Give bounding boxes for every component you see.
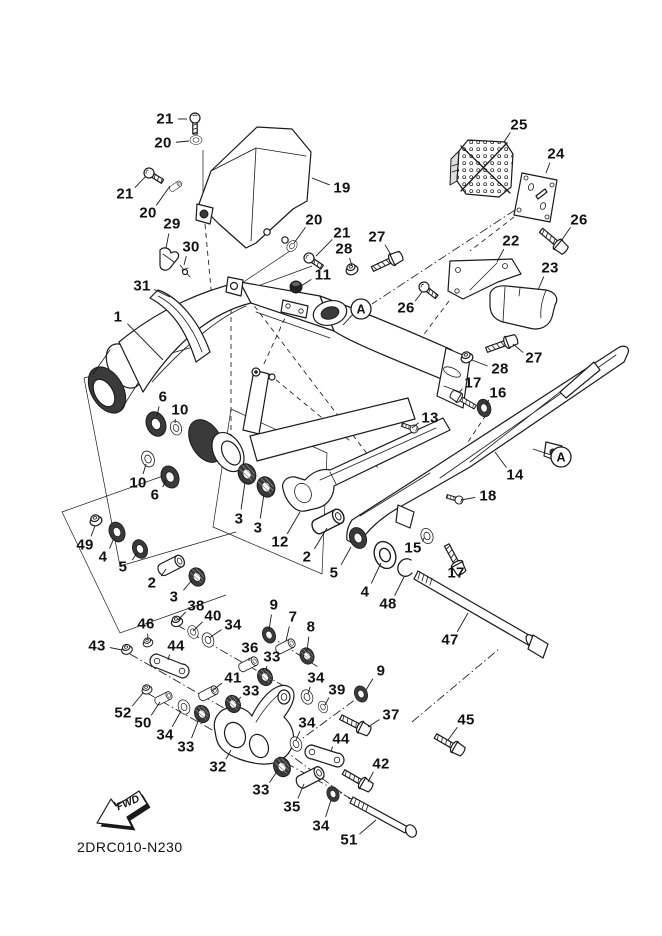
part-callout-2: 2 bbox=[303, 549, 312, 566]
part-callout-20: 20 bbox=[139, 205, 156, 222]
part-callout-43: 43 bbox=[88, 638, 105, 655]
relay-arm-part bbox=[213, 684, 295, 765]
fwd-arrow: FWD bbox=[96, 790, 151, 831]
part-callout-6: 6 bbox=[151, 487, 160, 504]
seal-guard-part bbox=[282, 417, 451, 512]
part-callout-48: 48 bbox=[379, 596, 396, 613]
part-callout-33: 33 bbox=[252, 782, 269, 799]
part-callout-24: 24 bbox=[547, 146, 565, 163]
part-callout-16: 16 bbox=[489, 385, 506, 402]
part-callout-37: 37 bbox=[382, 707, 399, 724]
part-callout-31: 31 bbox=[133, 278, 150, 295]
part-callout-3: 3 bbox=[170, 589, 179, 606]
part-callout-17: 17 bbox=[447, 565, 464, 582]
part-callout-22: 22 bbox=[502, 233, 519, 250]
part-callout-46: 46 bbox=[137, 616, 154, 633]
part-callout-5: 5 bbox=[119, 559, 128, 576]
callout-layer: 2120212029303111920212811272625242622232… bbox=[76, 111, 587, 849]
part-callout-21: 21 bbox=[333, 225, 350, 242]
cover-part bbox=[489, 285, 558, 330]
part-callout-21: 21 bbox=[156, 111, 173, 128]
part-callout-27: 27 bbox=[525, 350, 542, 367]
rear-arm-part bbox=[87, 276, 471, 473]
part-callout-10: 10 bbox=[129, 475, 146, 492]
part-callout-2: 2 bbox=[148, 575, 157, 592]
part-callout-28: 28 bbox=[335, 241, 352, 258]
drawing-code: 2DRC010-N230 bbox=[77, 839, 183, 855]
part-callout-33: 33 bbox=[263, 649, 280, 666]
part-callout-39: 39 bbox=[328, 682, 345, 699]
part-callout-44: 44 bbox=[332, 731, 350, 748]
connecting-link-part bbox=[149, 653, 345, 768]
part-callout-50: 50 bbox=[134, 715, 151, 732]
part-callout-27: 27 bbox=[368, 229, 385, 246]
part-callout-18: 18 bbox=[479, 488, 496, 505]
bracket-part bbox=[447, 258, 522, 300]
mud-guard-part bbox=[149, 289, 211, 363]
part-callout-3: 3 bbox=[254, 520, 263, 537]
part-callout-3: 3 bbox=[235, 511, 244, 528]
part-callout-51: 51 bbox=[340, 832, 357, 849]
part-callout-7: 7 bbox=[289, 609, 298, 626]
part-callout-9: 9 bbox=[377, 663, 386, 680]
part-callout-14: 14 bbox=[506, 467, 524, 484]
part-callout-33: 33 bbox=[242, 683, 259, 700]
part-callout-33: 33 bbox=[177, 739, 194, 756]
part-callout-6: 6 bbox=[159, 389, 168, 406]
part-callout-34: 34 bbox=[298, 715, 316, 732]
part-callout-10: 10 bbox=[171, 402, 188, 419]
part-callout-25: 25 bbox=[510, 117, 527, 134]
part-callout-47: 47 bbox=[441, 632, 458, 649]
part-callout-4: 4 bbox=[99, 549, 108, 566]
damper-pad-part bbox=[449, 139, 514, 198]
part-callout-19: 19 bbox=[333, 180, 350, 197]
part-callout-34: 34 bbox=[156, 727, 174, 744]
view-marker-circle bbox=[550, 446, 572, 468]
part-callout-45: 45 bbox=[457, 712, 474, 729]
part-callout-49: 49 bbox=[76, 537, 93, 554]
part-callout-35: 35 bbox=[283, 799, 300, 816]
part-callout-26: 26 bbox=[570, 212, 587, 229]
part-callout-11: 11 bbox=[315, 267, 331, 284]
part-callout-32: 32 bbox=[209, 759, 226, 776]
part-callout-21: 21 bbox=[116, 186, 133, 203]
part-callout-41: 41 bbox=[224, 670, 241, 687]
plate-part bbox=[513, 172, 558, 223]
part-callout-36: 36 bbox=[241, 640, 258, 657]
view-marker-circle bbox=[350, 298, 372, 320]
view-marker-letter: A bbox=[556, 451, 565, 465]
part-callout-5: 5 bbox=[330, 565, 339, 582]
view-marker-letter: A bbox=[356, 303, 365, 317]
part-callout-17: 17 bbox=[464, 375, 481, 392]
part-callout-8: 8 bbox=[307, 619, 316, 636]
part-callout-40: 40 bbox=[204, 608, 221, 625]
part-callout-34: 34 bbox=[224, 617, 242, 634]
fasteners-layer bbox=[87, 112, 571, 804]
part-callout-34: 34 bbox=[307, 670, 325, 687]
part-callout-13: 13 bbox=[421, 410, 438, 427]
part-callout-15: 15 bbox=[404, 540, 421, 557]
arm-cover-part bbox=[195, 126, 312, 249]
part-callout-12: 12 bbox=[271, 534, 288, 551]
part-callout-34: 34 bbox=[312, 818, 330, 835]
part-callout-42: 42 bbox=[372, 756, 389, 773]
pivot-shaft-part bbox=[349, 570, 549, 838]
part-callout-1: 1 bbox=[114, 309, 123, 326]
part-callout-38: 38 bbox=[187, 598, 204, 615]
part-callout-28: 28 bbox=[491, 361, 508, 378]
part-callout-4: 4 bbox=[361, 584, 370, 601]
part-callout-20: 20 bbox=[154, 135, 171, 152]
part-callout-9: 9 bbox=[270, 597, 279, 614]
part-callout-44: 44 bbox=[167, 638, 185, 655]
part-callout-23: 23 bbox=[541, 260, 558, 277]
part-callout-29: 29 bbox=[163, 216, 180, 233]
part-callout-30: 30 bbox=[182, 239, 199, 256]
part-callout-26: 26 bbox=[397, 300, 414, 317]
part-callout-20: 20 bbox=[305, 212, 322, 229]
part-callout-52: 52 bbox=[114, 705, 131, 722]
